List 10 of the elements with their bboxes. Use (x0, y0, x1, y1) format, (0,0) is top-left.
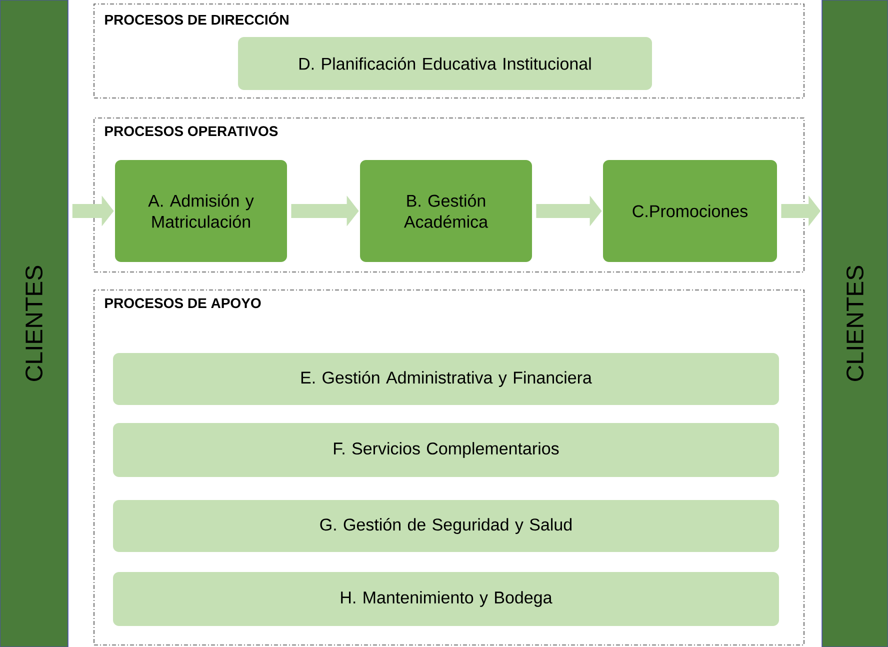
side-bar: CLIENTES (0, 0, 68, 647)
process-box: H. Mantenimiento y Bodega (113, 572, 779, 626)
process-box: G. Gestión de Seguridad y Salud (113, 500, 779, 552)
process-box: B. Gestión Académica (360, 160, 532, 262)
side-bar: CLIENTES (822, 0, 888, 647)
process-box: F. Servicios Complementarios (113, 422, 779, 477)
process-box: E. Gestión Administrativa y Financiera (113, 353, 779, 405)
process-box: C.Promociones (603, 160, 777, 262)
process-box: A. Admisión y Matriculación (115, 160, 287, 262)
process-box: D. Planificación Educativa Institucional (238, 37, 652, 90)
